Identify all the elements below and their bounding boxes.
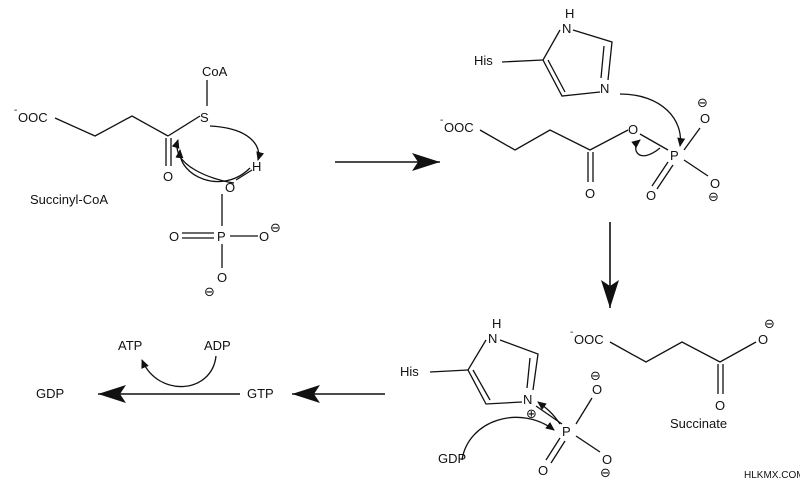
carbonyl-oxygen: O xyxy=(585,186,595,201)
atp-label: ATP xyxy=(118,338,142,353)
carboxylate-charge: - xyxy=(570,327,573,338)
phosphate-upper-oxygen: O xyxy=(700,111,710,126)
negative-charge-icon: ⊖ xyxy=(764,316,775,331)
succinyl-chain xyxy=(54,115,169,137)
carboxylate-oxygen: O xyxy=(758,332,768,347)
negative-charge-icon: ⊖ xyxy=(600,465,611,480)
curved-arrow-icon xyxy=(631,139,661,157)
phosphate-bond-right xyxy=(575,435,601,453)
oh-bond xyxy=(235,169,253,181)
bridging-oxygen: O xyxy=(628,122,638,137)
curved-arrow-icon xyxy=(209,125,265,161)
phosphate-lower-oxygen: O xyxy=(538,463,548,478)
phosphate-right-oxygen: O xyxy=(710,176,720,191)
phosphorus-atom: P xyxy=(562,424,571,439)
sulfur-atom: S xyxy=(200,110,209,125)
ring-nitrogen: N xyxy=(523,392,532,407)
imidazole-double-bond xyxy=(600,45,605,79)
his-bond xyxy=(501,59,544,63)
curved-arrow-icon xyxy=(461,416,555,461)
ring-nh-nitrogen: N xyxy=(488,331,497,346)
negative-charge-icon: ⊖ xyxy=(697,95,708,110)
imidazole-double-bond xyxy=(472,369,491,401)
gdp-label: GDP xyxy=(438,451,466,466)
carbonyl-oxygen: O xyxy=(715,398,725,413)
panel-succinyl-phosphate: H N N His - OOC O O P O ⊖ O ⊖ O xyxy=(440,6,720,204)
panel-phospho-histidine: H N N ⊕ His P O ⊖ O ⊖ O GDP - OOC O O ⊖ … xyxy=(400,316,775,480)
phosphate-double-2 xyxy=(550,440,566,464)
succinate-label: Succinate xyxy=(670,416,727,431)
histidine-label: His xyxy=(400,364,419,379)
ring-nh-nitrogen: N xyxy=(562,21,571,36)
phosphate-double-2 xyxy=(656,164,674,190)
phosphate-right-oxygen: O xyxy=(259,229,269,244)
hydrogen-atom: H xyxy=(252,159,261,174)
phosphate-double-1 xyxy=(651,161,669,187)
imidazole-ring xyxy=(467,339,523,405)
carboxylate-label: OOC xyxy=(574,332,604,347)
negative-charge-icon: ⊖ xyxy=(204,284,215,299)
curved-arrow-icon xyxy=(141,355,217,388)
watermark: HLKMX.COM xyxy=(744,470,800,481)
phosphate-bottom-oxygen: O xyxy=(217,270,227,285)
carboxylate-charge: - xyxy=(14,105,17,116)
phosphate-double-1 xyxy=(545,437,561,461)
phosphate-top-oxygen: O xyxy=(225,180,235,195)
negative-charge-icon: ⊖ xyxy=(590,368,601,383)
adp-label: ADP xyxy=(204,338,231,353)
phosphate-bond-upper xyxy=(683,127,701,151)
imidazole-double-bond xyxy=(526,357,531,389)
phosphate-upper-oxygen: O xyxy=(592,382,602,397)
carboxylate-charge: - xyxy=(440,115,443,126)
succinate-chain xyxy=(609,341,757,363)
phosphate-right-oxygen: O xyxy=(602,452,612,467)
phosphate-bond-right xyxy=(683,159,709,177)
ring-hydrogen: H xyxy=(565,6,574,21)
gdp-label: GDP xyxy=(36,386,64,401)
carboxylate-label: OOC xyxy=(18,110,48,125)
curved-arrow-icon xyxy=(619,93,686,147)
histidine-label: His xyxy=(474,53,493,68)
succinyl-chain xyxy=(479,129,629,151)
thioester-bond xyxy=(167,115,201,137)
ring-nitrogen: N xyxy=(600,81,609,96)
imidazole-ring xyxy=(572,29,613,81)
gtp-label: GTP xyxy=(247,386,274,401)
carboxylate-label: OOC xyxy=(444,120,474,135)
imidazole-ring xyxy=(542,29,601,97)
o-p-bond xyxy=(639,133,669,151)
his-bond xyxy=(429,369,469,373)
phosphorus-atom: P xyxy=(670,148,679,163)
carbonyl-oxygen: O xyxy=(163,169,173,184)
negative-charge-icon: ⊖ xyxy=(708,189,719,204)
curved-arrow-icon xyxy=(175,149,251,183)
negative-charge-icon: ⊖ xyxy=(270,220,281,235)
panel-succinyl-coa: - OOC S CoA O H Succinyl-CoA O P O O ⊖ O… xyxy=(14,64,281,299)
imidazole-double-bond xyxy=(547,59,566,93)
positive-charge-icon: ⊕ xyxy=(526,406,537,421)
curved-arrow-icon xyxy=(537,401,561,425)
phosphate-left-oxygen: O xyxy=(169,229,179,244)
coa-label: CoA xyxy=(202,64,228,79)
imidazole-ring xyxy=(499,339,539,391)
curved-arrow-icon xyxy=(171,139,235,184)
phosphorus-atom: P xyxy=(217,229,226,244)
panel-nucleotide-exchange: GTP GDP ATP ADP xyxy=(36,338,274,403)
phosphate-bond-upper xyxy=(575,397,593,425)
succinyl-coa-label: Succinyl-CoA xyxy=(30,192,108,207)
ring-hydrogen: H xyxy=(492,316,501,331)
phosphate-lower-oxygen: O xyxy=(646,188,656,203)
